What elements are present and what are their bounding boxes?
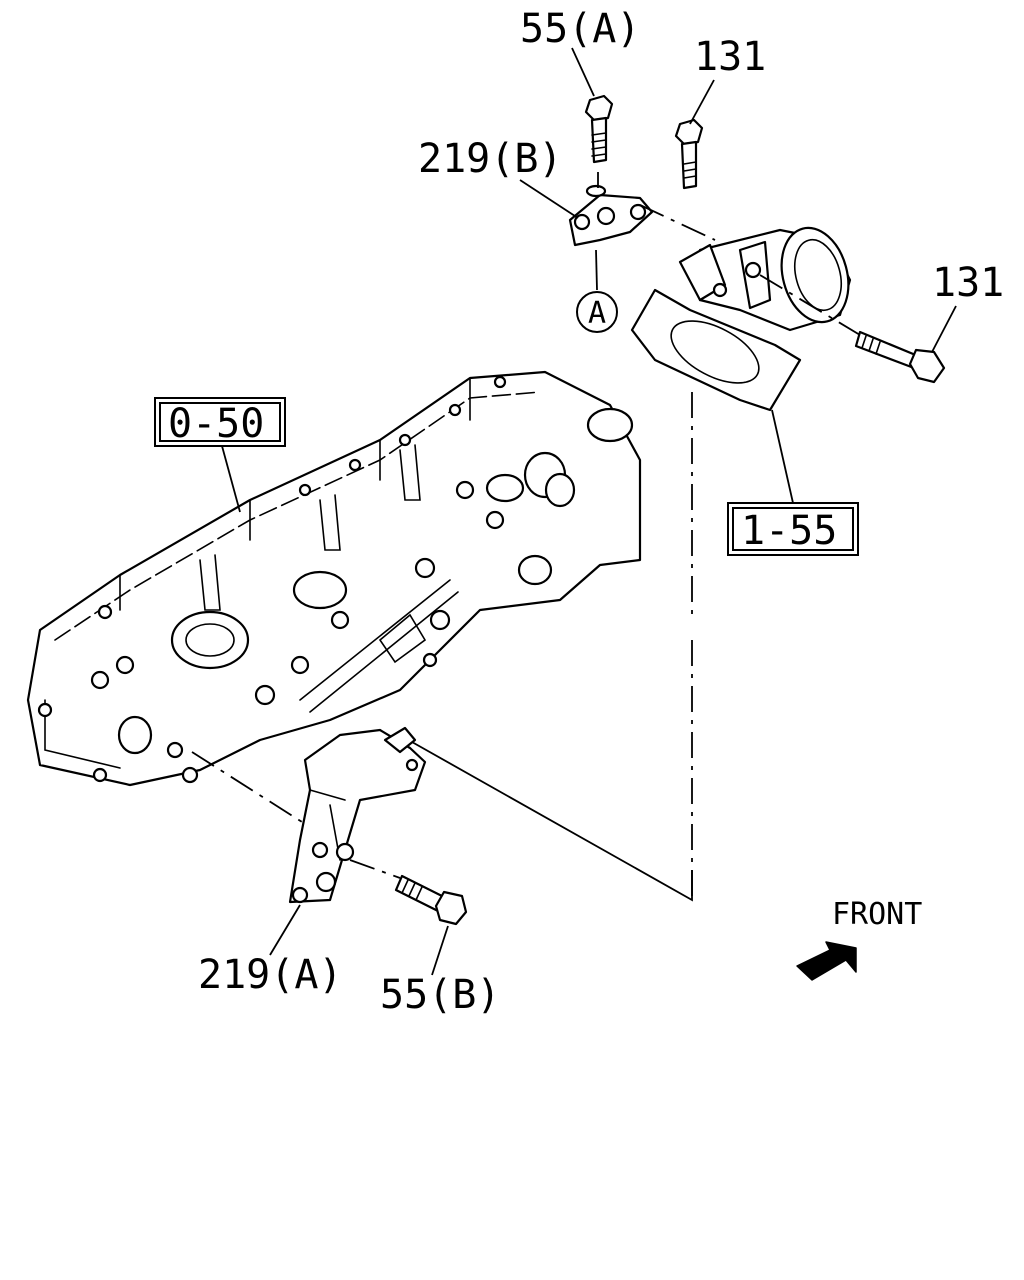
label-front: FRONT [832,897,922,932]
leader-lines [221,47,957,976]
bolt-55a [584,94,614,164]
label-bracket-219a: 219(A) [198,952,343,998]
bolt-131-top [674,118,704,190]
label-ref-0-50: 0-50 [168,401,264,447]
assembly-lines [191,172,861,902]
label-bolt-55b: 55(B) [380,972,500,1018]
ref-marker-a: A [576,291,618,333]
ref-box-1-55: 1-55 [727,502,859,556]
ref-box-0-50: 0-50 [154,397,286,447]
label-ref-1-55: 1-55 [741,508,837,554]
label-bolt-131-right: 131 [932,260,1004,306]
cylinder-head-assembly [26,370,642,787]
label-bolt-131-top: 131 [694,34,766,80]
label-bracket-219b: 219(B) [418,136,563,182]
label-ref-a: A [588,296,606,331]
bolt-131-right [854,330,946,384]
front-indicator: FRONT [796,897,922,981]
bolt-55b [394,874,468,926]
bracket-219b [568,184,654,247]
throttle-body [630,226,852,412]
label-bolt-55a: 55(A) [520,6,640,52]
front-arrow-icon [796,941,857,981]
bracket-219a [288,726,427,904]
